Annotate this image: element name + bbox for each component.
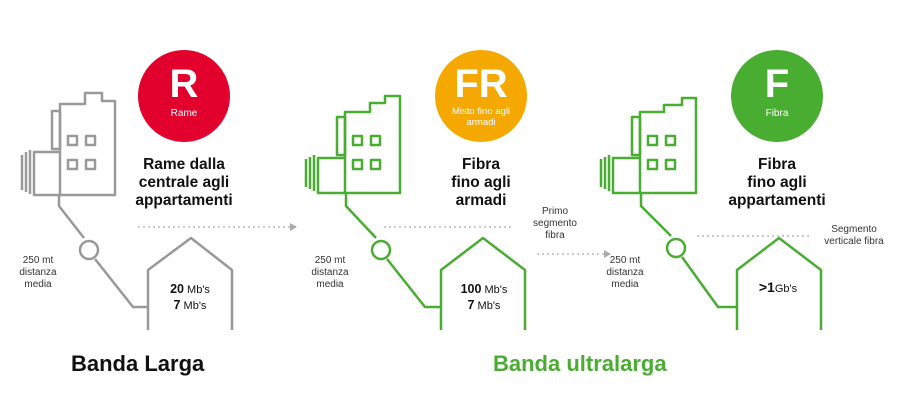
badge-letter: R	[169, 62, 199, 106]
speed-upload: 7 Mb's	[158, 298, 222, 314]
badge-subtitle: Rame	[170, 108, 198, 119]
speed-unit: Mb's	[183, 284, 210, 296]
note-first-segment: Primo segmento fibra	[524, 206, 586, 242]
headline-line: centrale agli	[138, 174, 230, 191]
label-banda-ultralarga: Banda ultralarga	[493, 351, 667, 376]
distance-line: media	[611, 279, 639, 290]
badge-fr: FR Misto fino agli armadi	[435, 50, 527, 142]
speed-value: 7	[173, 298, 181, 312]
distance-label: 250 mt distanza media	[590, 255, 660, 291]
building-drawing-3	[599, 96, 823, 330]
distance-line: media	[316, 279, 344, 290]
distance-line: 250 mt	[609, 255, 641, 266]
speed-download: >1Gb's	[746, 280, 810, 297]
speed-unit: Mb's	[180, 300, 207, 312]
headline-line: Rame dalla	[143, 156, 225, 173]
speed-download: 20 Mb's	[158, 282, 222, 298]
distance-line: media	[24, 279, 52, 290]
connector-arrow-1	[138, 223, 297, 231]
headline-line: armadi	[455, 192, 507, 209]
distance-line: distanza	[311, 267, 349, 278]
note-line: Segmento	[831, 224, 877, 235]
building-drawing-2	[304, 94, 527, 330]
headline-line: fino agli	[451, 174, 511, 191]
speed-value: 7	[467, 298, 475, 312]
distance-label: 250 mt distanza media	[295, 255, 365, 291]
headline-line: appartamenti	[135, 192, 233, 209]
speed-label: >1Gb's	[746, 280, 810, 297]
headline-rame: Rame dalla centrale agli appartamenti	[104, 156, 264, 210]
connector-arrow-2	[537, 250, 611, 258]
panel-misto: FR Misto fino agli armadi Fibra fino agl…	[0, 0, 527, 413]
headline-line: Fibra	[462, 156, 500, 173]
badge-subtitle: Misto fino agli armadi	[451, 106, 511, 128]
headline-line: fino agli	[747, 174, 807, 191]
note-line: verticale fibra	[824, 236, 884, 247]
speed-label: 20 Mb's 7 Mb's	[158, 282, 222, 314]
building-drawing-1	[20, 91, 234, 330]
badge-subtitle: Fibra	[765, 108, 789, 119]
speed-upload: 7 Mb's	[452, 298, 516, 314]
note-line: fibra	[545, 230, 565, 241]
speed-unit: Mb's	[481, 284, 508, 296]
headline-misto: Fibra fino agli armadi	[401, 156, 561, 210]
speed-value: >1	[758, 279, 775, 295]
speed-label: 100 Mb's 7 Mb's	[452, 282, 516, 314]
distance-label: 250 mt distanza media	[3, 255, 73, 291]
distance-line: 250 mt	[314, 255, 346, 266]
panel-fibra: F Fibra Fibra fino agli appartamenti 250…	[0, 0, 826, 413]
headline-fibra: Fibra fino agli appartamenti	[697, 156, 857, 210]
speed-value: 100	[460, 282, 482, 296]
speed-download: 100 Mb's	[452, 282, 516, 298]
badge-letter: FR	[454, 62, 508, 106]
headline-line: Fibra	[758, 156, 796, 173]
badge-letter: F	[764, 62, 790, 106]
panel-rame: R Rame Rame dalla centrale agli appartam…	[0, 0, 300, 413]
distance-line: distanza	[19, 267, 57, 278]
headline-line: appartamenti	[728, 192, 826, 209]
note-line: Primo	[541, 206, 569, 217]
distance-line: distanza	[606, 267, 644, 278]
badge-r: R Rame	[138, 50, 230, 142]
distance-line: 250 mt	[22, 255, 54, 266]
speed-unit: Mb's	[474, 300, 501, 312]
speed-value: 20	[170, 282, 184, 296]
label-banda-larga: Banda Larga	[71, 351, 205, 376]
note-vertical-segment: Segmento verticale fibra	[808, 224, 900, 248]
speed-unit: Gb's	[774, 283, 798, 295]
badge-f: F Fibra	[731, 50, 823, 142]
note-line: segmento	[533, 218, 577, 229]
